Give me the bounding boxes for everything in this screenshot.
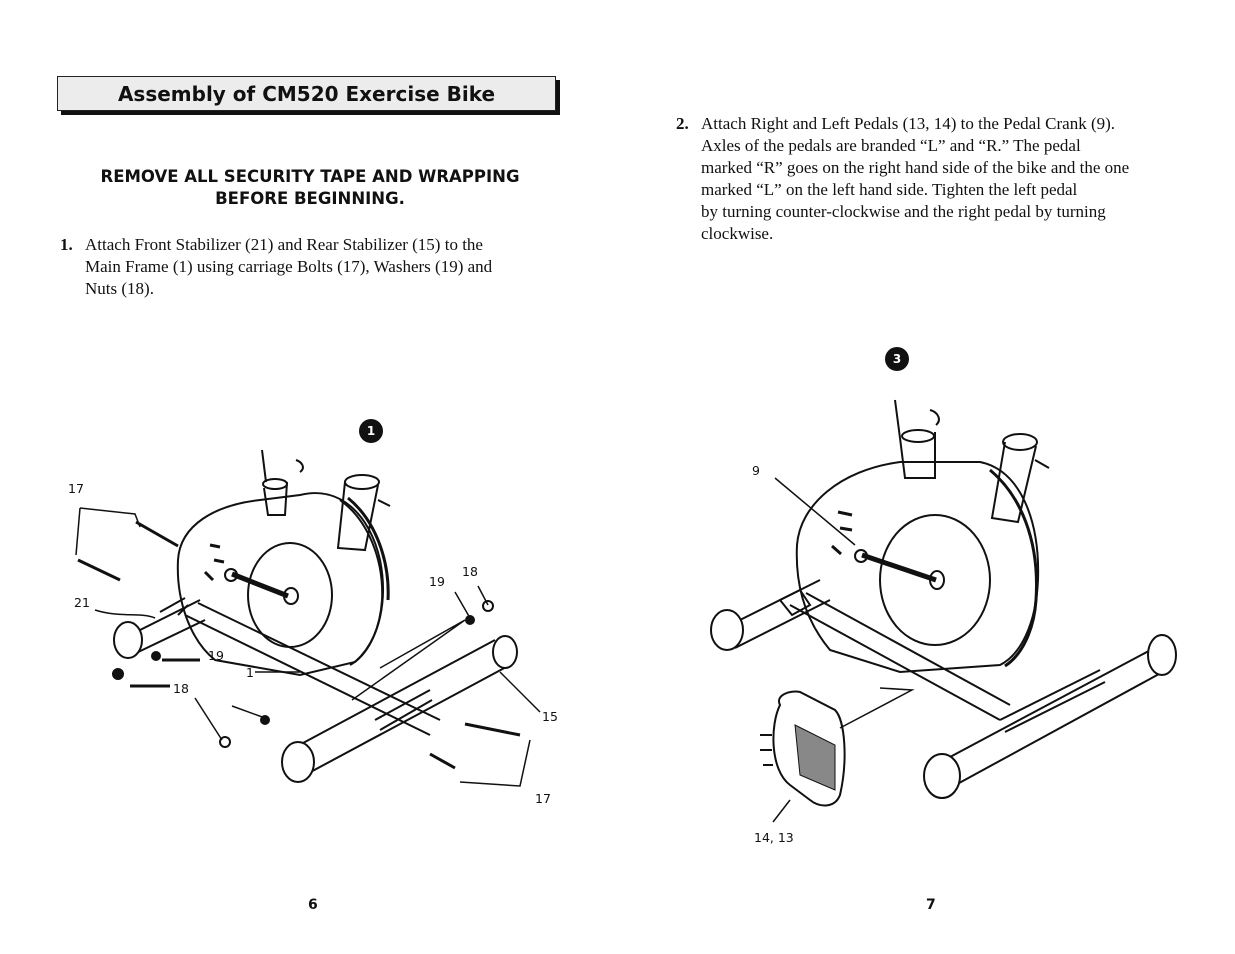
callout-14-13: 14, 13 [754,830,794,845]
callout-18-right: 18 [462,564,478,579]
callout-1: 1 [246,665,254,680]
callout-18-left: 18 [173,681,189,696]
step-2: 2. Attach Right and Left Pedals (13, 14)… [676,113,1206,253]
callout-15: 15 [542,709,558,724]
step-1: 1. Attach Front Stabilizer (21) and Rear… [60,234,560,304]
callout-17-bottom: 17 [535,791,551,806]
page-number-right: 7 [926,897,936,913]
step-2-text: Attach Right and Left Pedals (13, 14) to… [701,114,1130,243]
callout-9: 9 [752,463,760,478]
section-title: Assembly of CM520 Exercise Bike [117,81,496,106]
step-1-number: 1. [60,235,73,254]
step-1-text: Attach Front Stabilizer (21) and Rear St… [85,235,493,298]
callout-21: 21 [74,595,90,610]
callout-19-left: 19 [208,648,224,663]
section-title-box: Assembly of CM520 Exercise Bike [57,76,556,111]
figure-3-badge: 3 [885,347,909,371]
callout-17-top: 17 [68,481,84,496]
callout-19-right: 19 [429,574,445,589]
step-2-number: 2. [676,114,689,133]
warning-line-2: BEFORE BEGINNING. [215,189,405,208]
page-number-left: 6 [308,897,318,913]
warning-notice: REMOVE ALL SECURITY TAPE AND WRAPPING BE… [60,166,560,210]
figure-1-badge: 1 [359,419,383,443]
warning-line-1: REMOVE ALL SECURITY TAPE AND WRAPPING [100,167,520,186]
